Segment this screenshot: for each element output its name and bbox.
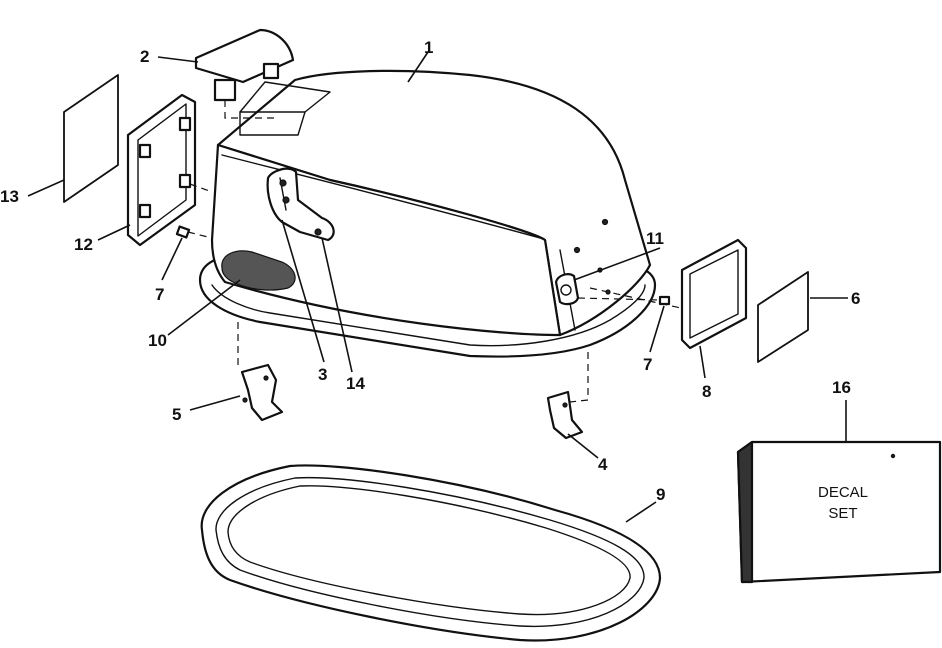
side-cover-frame-part-8 <box>680 238 748 350</box>
callout-7-left: 7 <box>155 285 164 304</box>
decal-sheet-part-6 <box>757 271 809 363</box>
decal-sheet-part-13 <box>63 74 119 203</box>
screw-part-7-right <box>577 287 691 311</box>
callout-2: 2 <box>140 47 149 66</box>
callout-labels: 1 2 13 12 7 10 3 14 5 4 11 7 8 6 16 9 <box>0 38 860 504</box>
callout-13: 13 <box>0 187 19 206</box>
callout-3: 3 <box>318 365 327 384</box>
callout-6: 6 <box>851 289 860 308</box>
bracket-part-5 <box>237 322 284 422</box>
callout-11: 11 <box>646 229 664 248</box>
bracket-part-4 <box>546 352 589 440</box>
leader-lines <box>27 51 848 523</box>
callout-12: 12 <box>74 235 93 254</box>
fitting-part-11 <box>554 273 580 306</box>
callout-9: 9 <box>656 485 665 504</box>
latch-assembly-part-3-14 <box>266 167 335 242</box>
screw-part-7-left <box>175 225 213 239</box>
callout-7-right: 7 <box>643 355 652 374</box>
callout-14: 14 <box>346 374 365 393</box>
callout-16: 16 <box>832 378 851 397</box>
top-cap-part-2 <box>194 28 295 119</box>
callout-4: 4 <box>598 455 608 474</box>
engine-cover-part-1 <box>198 69 657 358</box>
decal-box-line-1: DECAL <box>818 484 868 501</box>
insert-part-10 <box>221 250 296 291</box>
decal-set-box-part-16: DECAL SET <box>736 440 942 584</box>
side-cover-frame-part-12 <box>126 93 213 247</box>
gasket-part-9 <box>200 464 662 642</box>
callout-10: 10 <box>148 331 167 350</box>
decal-box-line-2: SET <box>828 505 857 522</box>
callout-5: 5 <box>172 405 181 424</box>
callout-1: 1 <box>424 38 433 57</box>
callout-8: 8 <box>702 382 711 401</box>
